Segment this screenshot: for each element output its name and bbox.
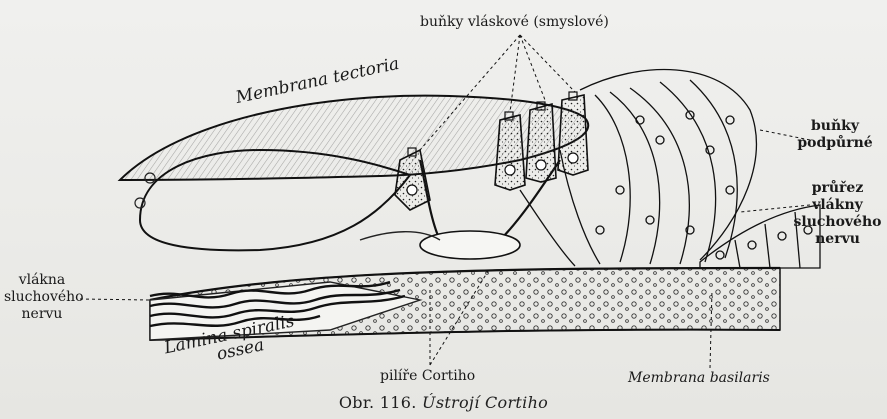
cross-section-label-line4: nervu [790,231,885,248]
figure-title: Ústrojí Cortiho [422,393,548,412]
figure-number: Obr. 116. [339,393,417,412]
hair-cell [526,104,556,182]
membrana-basilaris-label: Membrana basilaris [628,370,770,387]
supporting-cells-label-line2: podpůrné [790,135,880,152]
supporting-cells-label: buňky podpůrné [790,118,880,152]
pillars-label: pilíře Cortiho [380,368,475,385]
nerve-fibers-label-line3: nervu [4,306,80,323]
cross-section-label: průřez vlákny sluchového nervu [790,180,885,248]
cross-section-label-line3: sluchového [790,214,885,231]
figure-caption: Obr. 116. Ústrojí Cortiho [0,393,887,412]
nerve-fibers-label-line1: vlákna [4,272,80,289]
hair-cell [495,115,525,190]
cross-section-label-line2: vlákny [790,197,885,214]
nerve-fibers-label-line2: sluchového [4,289,80,306]
hair-cells-label: buňky vláskové (smyslové) [420,14,609,31]
supporting-cells-label-line1: buňky [790,118,880,135]
nerve-fibers-label: vlákna sluchového nervu [4,272,80,323]
cross-section-label-line1: průřez [790,180,885,197]
